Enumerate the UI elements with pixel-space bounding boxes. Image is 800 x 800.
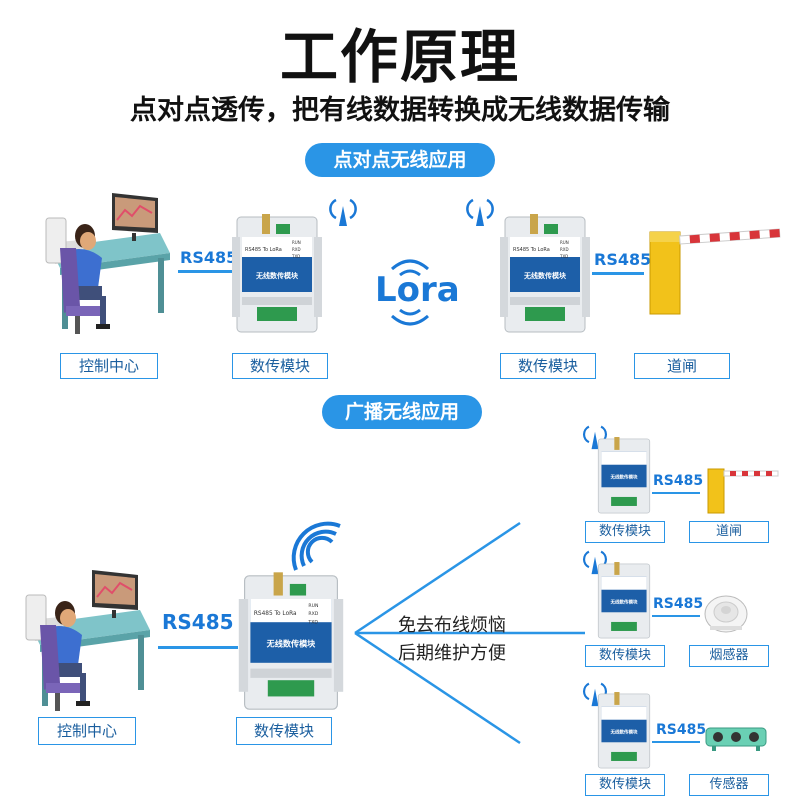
svg-text:RXD: RXD: [308, 611, 318, 617]
target-module-label: 数传模块: [585, 521, 665, 543]
target-module-label: 数传模块: [585, 774, 665, 796]
gate-label: 道闸: [634, 353, 730, 379]
rs485-link-broadcast: [158, 646, 238, 649]
data-transfer-module-icon: 无线数传模块: [597, 437, 651, 514]
svg-text:无线数传模块: 无线数传模块: [255, 271, 299, 280]
svg-text:TXD: TXD: [559, 254, 568, 259]
section-heading-broadcast: 广播无线应用: [322, 395, 482, 429]
svg-text:无线数传模块: 无线数传模块: [609, 728, 637, 735]
control-center-label: 控制中心: [60, 353, 158, 379]
sensor-icon: [705, 727, 767, 751]
lora-label: Lora: [375, 270, 460, 310]
note-line-2: 后期维护方便: [398, 643, 506, 664]
data-transfer-module-icon: 无线数传模块: [597, 692, 651, 769]
svg-text:RS485 To LoRa: RS485 To LoRa: [245, 247, 282, 253]
target-link: [652, 741, 700, 743]
data-transfer-module-icon: RS485 To LoRa RUN RXD TXD 无线数传模块: [500, 214, 590, 333]
svg-text:RS485 To LoRa: RS485 To LoRa: [513, 247, 550, 253]
svg-text:无线数传模块: 无线数传模块: [609, 598, 637, 605]
svg-text:RUN: RUN: [308, 603, 318, 609]
target-rs485-label: RS485: [653, 596, 704, 612]
svg-text:RS485 To LoRa: RS485 To LoRa: [254, 611, 297, 617]
target-device-label: 烟感器: [689, 645, 769, 667]
module-label-2: 数传模块: [500, 353, 596, 379]
note-line-1: 免去布线烦恼: [398, 615, 506, 636]
target-link: [652, 492, 700, 494]
antenna-signal-icon: [329, 198, 357, 226]
svg-text:TXD: TXD: [307, 619, 318, 625]
target-link: [652, 615, 700, 617]
section-heading-point-to-point: 点对点无线应用: [305, 143, 495, 177]
target-device-label: 道闸: [689, 521, 769, 543]
rs485-label-right: RS485: [594, 250, 652, 269]
target-device-label: 传感器: [689, 774, 769, 796]
data-transfer-module-icon: 无线数传模块: [597, 562, 651, 639]
svg-text:无线数传模块: 无线数传模块: [523, 271, 567, 280]
svg-text:TXD: TXD: [291, 254, 300, 259]
smoke-detector-icon: [704, 595, 748, 633]
rs485-label-broadcast: RS485: [162, 610, 234, 634]
svg-text:RUN: RUN: [560, 240, 569, 245]
barrier-gate-icon: [649, 228, 781, 315]
broadcast-fanout-lines: [354, 521, 585, 745]
broadcast-signal-icon: [291, 521, 341, 571]
control-center-label-2: 控制中心: [38, 717, 136, 745]
page-title: 工作原理: [279, 23, 520, 91]
svg-text:RXD: RXD: [560, 247, 569, 252]
data-transfer-module-icon: RS485 To LoRa RUN RXD TXD 无线数传模块: [238, 572, 344, 710]
barrier-gate-icon: [707, 468, 779, 514]
antenna-signal-icon: [466, 198, 494, 226]
module-label-broadcast: 数传模块: [236, 717, 332, 745]
svg-text:RXD: RXD: [292, 247, 301, 252]
page-subtitle: 点对点透传，把有线数据转换成无线数据传输: [130, 95, 670, 126]
rs485-link-left: [178, 270, 233, 273]
rs485-label-left: RS485: [180, 248, 238, 267]
target-rs485-label: RS485: [656, 722, 707, 738]
svg-text:无线数传模块: 无线数传模块: [609, 473, 637, 480]
module-label-1: 数传模块: [232, 353, 328, 379]
svg-text:RUN: RUN: [292, 240, 301, 245]
control-center-icon: [45, 193, 170, 334]
svg-text:无线数传模块: 无线数传模块: [266, 639, 317, 649]
target-rs485-label: RS485: [653, 473, 704, 489]
target-module-label: 数传模块: [585, 645, 665, 667]
lora-wave-icon: [391, 259, 429, 326]
rs485-link-right: [592, 272, 644, 275]
control-center-icon: [25, 570, 150, 711]
data-transfer-module-icon: RS485 To LoRa RUN RXD TXD 无线数传模块: [232, 214, 322, 333]
